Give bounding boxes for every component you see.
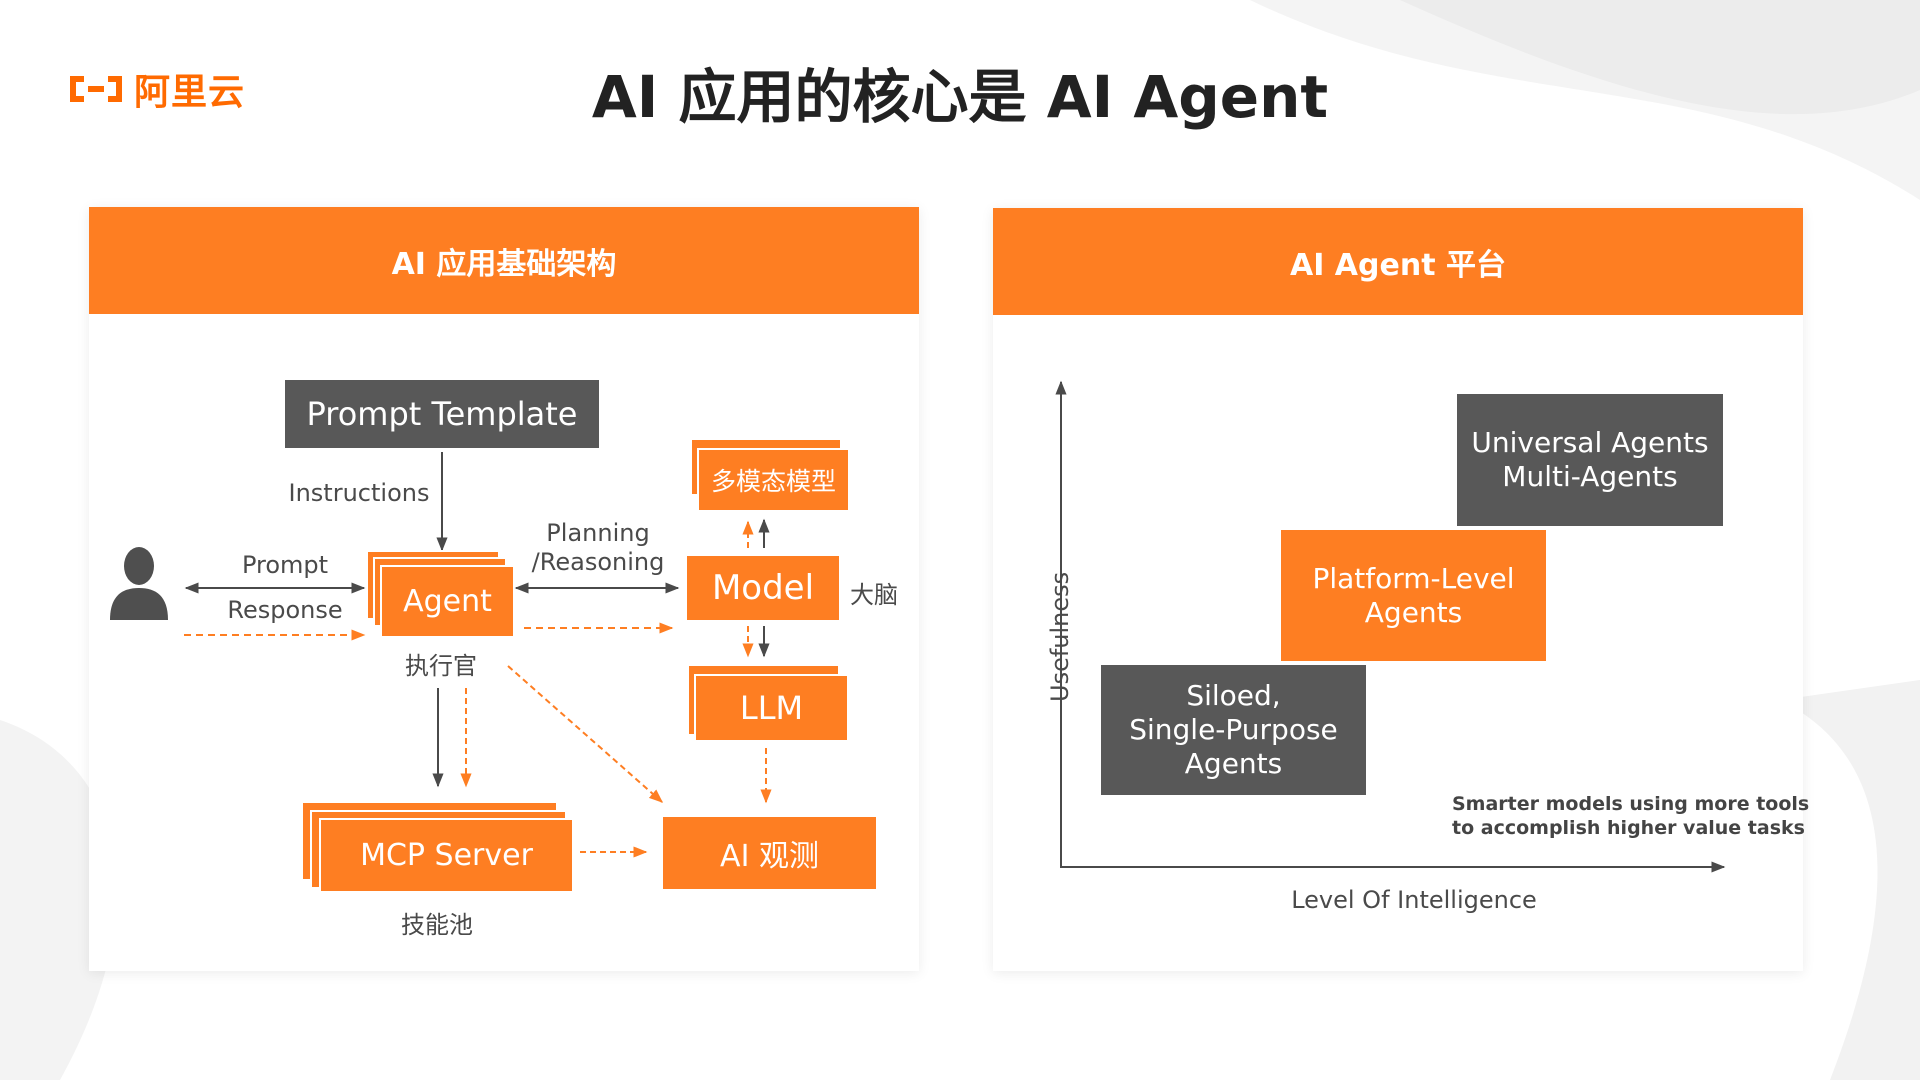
prompt-template-box: Prompt Template	[285, 380, 599, 448]
agent-role-label: 执行官	[405, 652, 477, 680]
reasoning-label: /Reasoning	[531, 548, 665, 576]
tier-line: Agents	[1364, 595, 1463, 629]
tier-line: Multi-Agents	[1502, 460, 1678, 493]
ai-observe-box: AI 观测	[663, 817, 876, 889]
model-role-label: 大脑	[850, 581, 898, 609]
mcp-role-label: 技能池	[401, 911, 473, 939]
tier-line: Platform-Level	[1312, 561, 1515, 595]
tier-platform-agents: Platform-Level Agents	[1281, 530, 1546, 661]
user-silhouette-icon	[110, 547, 168, 620]
model-box: Model	[687, 556, 839, 620]
tier-line: Single-Purpose	[1129, 713, 1338, 746]
note-line: to accomplish higher value tasks	[1452, 817, 1805, 839]
mcp-server-box: MCP Server	[319, 818, 572, 891]
tier-line: Siloed,	[1186, 679, 1281, 712]
agent-platform-panel-header: AI Agent 平台	[993, 208, 1803, 315]
x-axis-label: Level Of Intelligence	[1291, 886, 1537, 914]
agent-box: Agent	[380, 565, 513, 636]
tier-universal-agents: Universal Agents Multi-Agents	[1457, 394, 1723, 526]
instructions-label: Instructions	[288, 479, 430, 507]
tier-line: Agents	[1184, 747, 1283, 780]
planning-label: Planning	[546, 519, 650, 547]
chart-note: Smarter models using more tools to accom…	[1452, 792, 1809, 840]
llm-box: LLM	[694, 674, 847, 740]
tier-line: Universal Agents	[1471, 426, 1709, 459]
response-label: Response	[227, 596, 343, 624]
arrow-agent-observe	[507, 665, 664, 803]
y-axis-label: Usefulness	[1046, 571, 1074, 702]
architecture-panel-header: AI 应用基础架构	[89, 207, 919, 314]
multimodal-model-box: 多模态模型	[697, 448, 848, 510]
prompt-label: Prompt	[241, 551, 329, 579]
page-title: AI 应用的核心是 AI Agent	[591, 63, 1329, 131]
note-line: Smarter models using more tools	[1452, 793, 1810, 815]
brand-logo: 阿里云	[66, 68, 245, 113]
tier-siloed-agents: Siloed, Single-Purpose Agents	[1101, 665, 1366, 795]
agent-platform-panel: AI Agent 平台	[993, 208, 1803, 971]
aliyun-logo-icon	[70, 76, 122, 102]
brand-name: 阿里云	[134, 72, 246, 113]
